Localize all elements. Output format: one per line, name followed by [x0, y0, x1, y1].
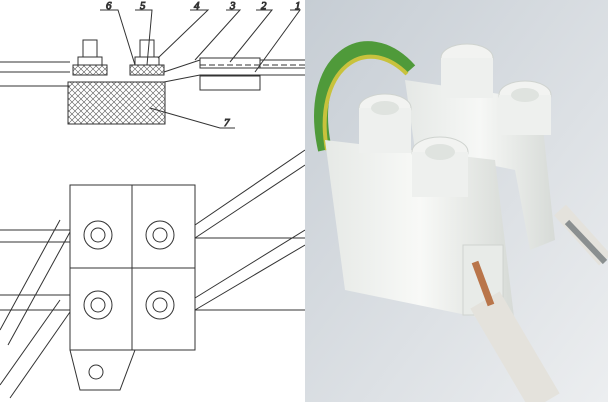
callout-5: 5: [140, 0, 146, 12]
plan-view: [0, 149, 306, 399]
connector-back-block: [405, 43, 555, 250]
callout-4: 4: [194, 0, 200, 12]
callout-7: 7: [224, 117, 230, 129]
callout-2: 2: [261, 0, 267, 12]
photo-panel: [305, 0, 608, 407]
technical-drawing-panel: 6 5 4 3 2 1 7: [0, 0, 306, 402]
white-wire: [470, 291, 560, 407]
callout-6: 6: [106, 0, 112, 12]
callout-1: 1: [295, 0, 301, 12]
connector-photo: [305, 0, 608, 407]
terminal-block-drawing: 6 5 4 3 2 1 7: [0, 0, 306, 399]
callout-3: 3: [229, 0, 236, 12]
section-view: [0, 9, 305, 129]
copper-conductor: [471, 260, 495, 307]
green-wire: [314, 41, 416, 152]
callout-labels: 6 5 4 3 2 1 7: [106, 0, 302, 130]
